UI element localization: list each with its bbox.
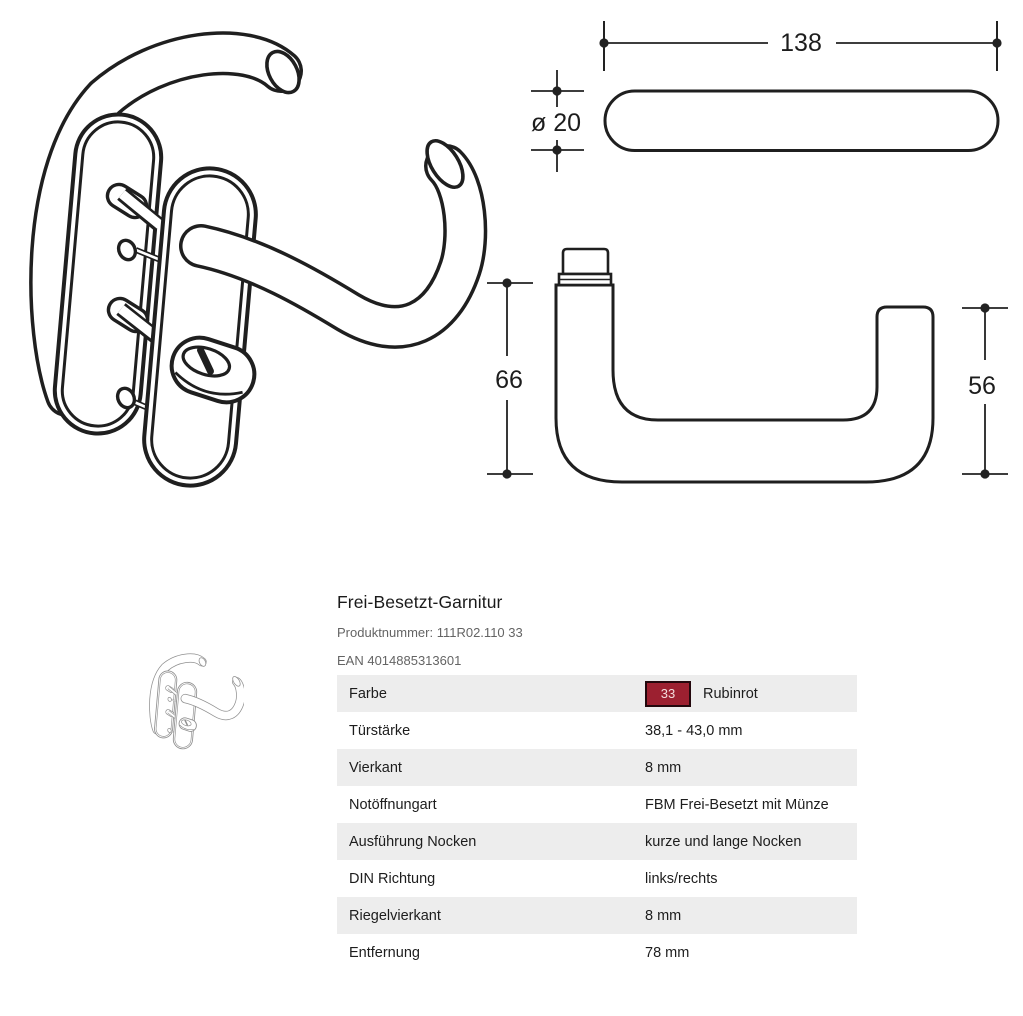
isometric-drawing [51, 46, 470, 489]
spec-label: Türstärke [349, 722, 411, 739]
table-row: Vierkant 8 mm [337, 749, 857, 787]
product-number: Produktnummer: 111R02.110 33 [337, 624, 523, 640]
spec-value-text: Rubinrot [703, 685, 758, 702]
spec-value: FBM Frei-Besetzt mit Münze [645, 797, 829, 813]
spec-value: links/rechts [645, 871, 718, 887]
spec-value: kurze und lange Nocken [645, 834, 801, 850]
spec-value: 38,1 - 43,0 mm [645, 723, 743, 739]
spec-value-text: FBM Frei-Besetzt mit Münze [645, 796, 829, 813]
product-info: Frei-Besetzt-Garnitur Produktnummer: 111… [337, 592, 857, 971]
length-dimension-label: 138 [780, 29, 822, 57]
spec-value-text: 8 mm [645, 759, 682, 776]
handle-top-view-outline [603, 89, 1000, 152]
spec-label: Entfernung [349, 944, 420, 961]
table-row: Farbe 33 Rubinrot [337, 675, 857, 713]
spec-label: Riegelvierkant [349, 907, 441, 924]
spec-value-text: 38,1 - 43,0 mm [645, 722, 743, 739]
spec-label: Ausführung Nocken [349, 833, 477, 850]
table-row: DIN Richtung links/rechts [337, 860, 857, 897]
spec-value-text: kurze und lange Nocken [645, 833, 802, 850]
spec-value: 8 mm [645, 760, 681, 776]
spec-label: Farbe [349, 685, 387, 702]
handle-side-view-outline [554, 283, 935, 484]
product-ean: EAN 4014885313601 [337, 653, 462, 669]
spec-table: Farbe 33 Rubinrot Türstärke 38,1 - 43,0 … [337, 675, 857, 971]
spec-value-text: 78 mm [645, 944, 690, 961]
table-row: Türstärke 38,1 - 43,0 mm [337, 712, 857, 749]
table-row: Ausführung Nocken kurze und lange Nocken [337, 823, 857, 861]
side-view-drawing: 66 56 [487, 247, 1008, 484]
product-thumbnail [147, 649, 244, 754]
grip-height-dimension-label: 66 [495, 366, 523, 394]
spec-value: 8 mm [645, 908, 681, 924]
spec-label: Vierkant [349, 759, 402, 776]
color-badge: 33 [645, 680, 691, 707]
spindle-cap [561, 247, 610, 276]
table-row: Riegelvierkant 8 mm [337, 897, 857, 935]
spec-value-text: 8 mm [645, 907, 682, 924]
top-view-drawing: 138 ø 20 [531, 21, 1002, 172]
spec-value-text: links/rechts [645, 870, 718, 887]
spec-value: 78 mm [645, 945, 689, 961]
table-row: Notöffnungart FBM Frei-Besetzt mit Münze [337, 786, 857, 823]
technical-drawings: 138 ø 20 66 56 [0, 21, 1008, 560]
spec-value: 33 Rubinrot [645, 680, 758, 707]
end-height-dimension-label: 56 [968, 372, 996, 400]
table-row: Entfernung 78 mm [337, 934, 857, 971]
spec-label: DIN Richtung [349, 870, 436, 887]
product-title: Frei-Besetzt-Garnitur [337, 592, 503, 612]
spec-label: Notöffnungart [349, 796, 437, 813]
diameter-dimension-label: ø 20 [531, 109, 581, 137]
